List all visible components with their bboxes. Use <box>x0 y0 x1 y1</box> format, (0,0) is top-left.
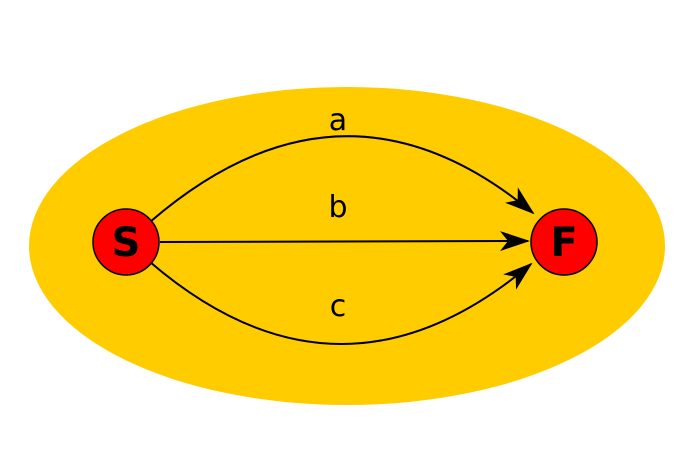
edge-b-label: b <box>328 190 347 225</box>
node-f-circle <box>530 208 598 276</box>
node-s-circle <box>92 208 160 276</box>
edge-b-arrow <box>159 231 530 252</box>
edge-c-arrow <box>149 261 533 345</box>
node-s: S <box>92 208 160 276</box>
edge-c-label: c <box>330 289 347 324</box>
edge-a-arrow <box>149 135 535 223</box>
node-f-label: F <box>550 220 577 266</box>
node-s-label: S <box>112 220 141 266</box>
region-ellipse <box>29 87 665 405</box>
node-f: F <box>530 208 598 276</box>
edge-a-label: a <box>329 103 347 138</box>
